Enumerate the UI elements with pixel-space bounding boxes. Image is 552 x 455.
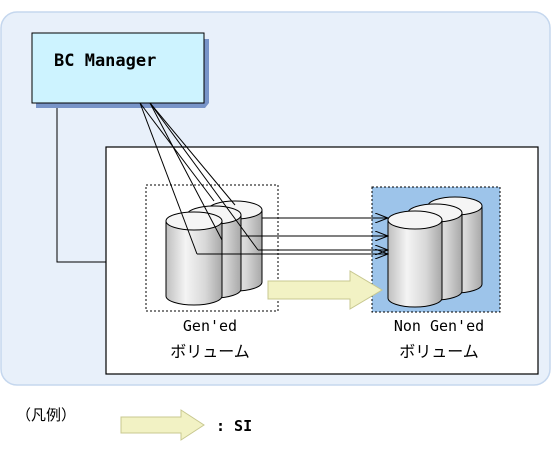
manager-label: BC Manager: [54, 51, 156, 71]
source-volume-frame: [145, 184, 279, 312]
disk-icon: [165, 211, 223, 306]
legend-si-label: : SI: [216, 417, 252, 435]
legend-si-arrow: [120, 409, 205, 441]
manager-connector-line: [56, 103, 106, 263]
legend-heading: （凡例）: [16, 406, 76, 424]
pair-arrows: [197, 218, 388, 254]
target-volume-label-2: ボリューム: [399, 342, 479, 361]
bc-manager-box: BC Manager: [31, 32, 209, 108]
source-disk-stack: [165, 200, 263, 306]
target-disk-stack: [387, 196, 483, 308]
disk-icon: [387, 210, 443, 308]
manager-box-face: [31, 32, 205, 104]
si-arrow: [267, 270, 383, 310]
manager-control-lines: [139, 102, 259, 255]
source-volume-label-2: ボリューム: [170, 342, 250, 361]
source-volume-label-1: Gen'ed: [183, 317, 237, 335]
target-volume-label-1: Non Gen'ed: [394, 317, 484, 335]
